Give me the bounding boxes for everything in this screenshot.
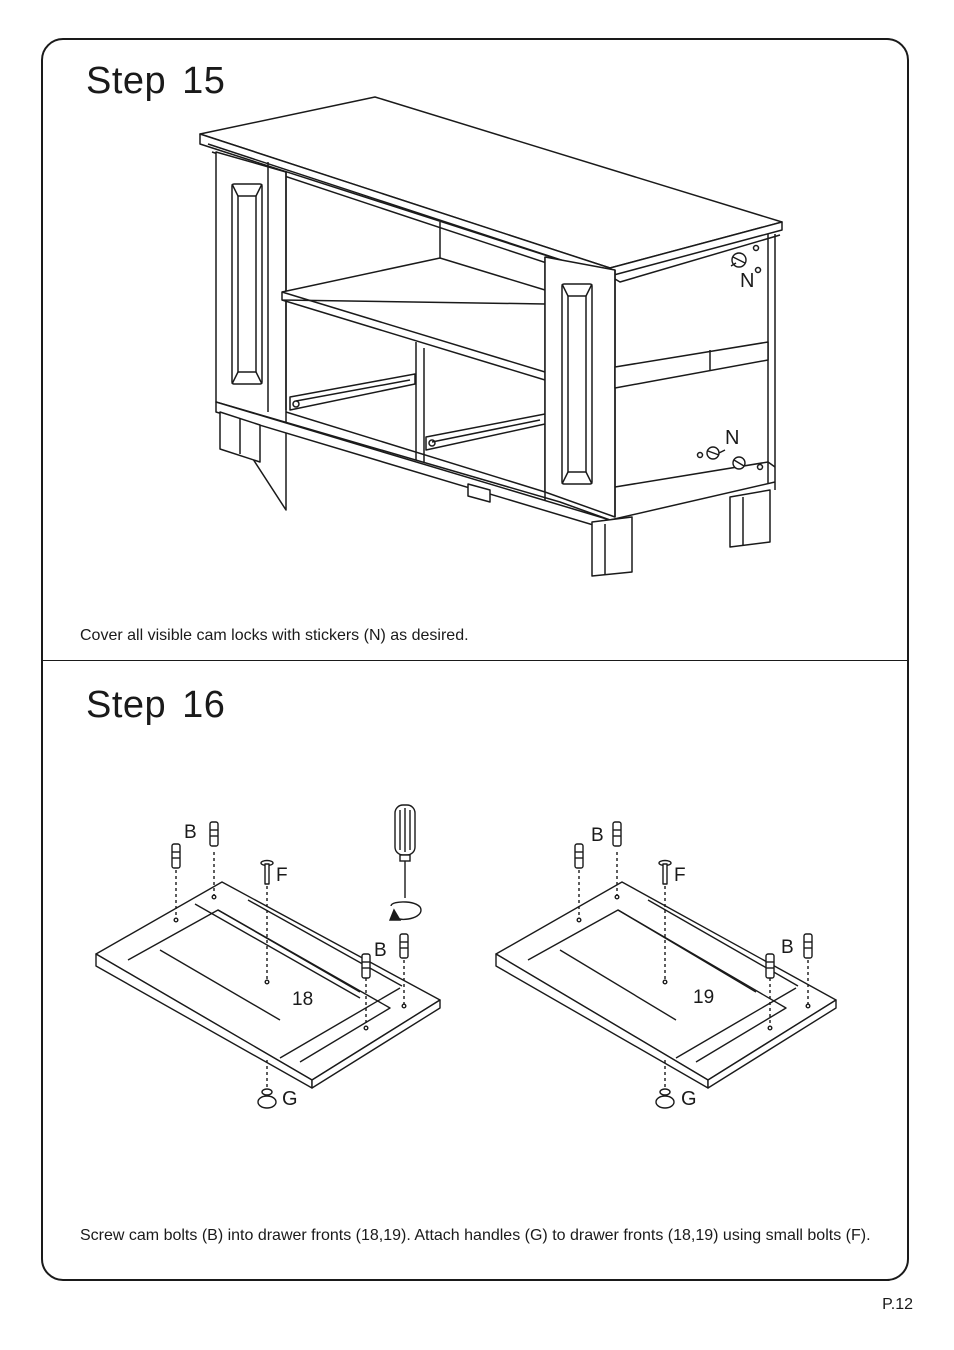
- step-15-caption: Cover all visible cam locks with sticker…: [80, 627, 469, 644]
- label-n-bottom: N: [725, 427, 740, 449]
- label-n-top: N: [740, 270, 755, 292]
- label-f-right: F: [674, 865, 686, 886]
- step-number: 16: [182, 684, 226, 726]
- page-number: P.12: [882, 1296, 913, 1313]
- label-g-left: G: [282, 1088, 298, 1110]
- step-16-caption: Screw cam bolts (B) into drawer fronts (…: [80, 1227, 871, 1244]
- label-b-side-left: B: [374, 940, 387, 961]
- screwdriver-icon: [394, 804, 416, 898]
- step-word: Step: [86, 60, 167, 102]
- cam-lock-icon: [732, 456, 746, 470]
- section-divider: [41, 660, 909, 661]
- label-f-left: F: [276, 865, 288, 886]
- label-g-right: G: [681, 1088, 697, 1110]
- cam-lock-icon: [730, 252, 747, 268]
- step-16-title: Step 16: [86, 684, 225, 727]
- label-b-side-right: B: [781, 937, 794, 958]
- tv-stand-illustration: [199, 96, 783, 577]
- step-15-title: Step 15: [86, 60, 225, 103]
- step-number: 15: [182, 60, 226, 102]
- label-b-top-left: B: [184, 822, 197, 843]
- part-number-18: 18: [292, 989, 314, 1010]
- drawer-front-19-illustration: [495, 821, 837, 1109]
- page-frame: [41, 38, 909, 1281]
- drawer-front-18-illustration: [95, 821, 441, 1109]
- label-b-top-right: B: [591, 825, 604, 846]
- cam-lock-icon: [706, 446, 726, 460]
- part-number-19: 19: [693, 987, 715, 1008]
- rotate-arrow-icon: [388, 901, 422, 921]
- step-word: Step: [86, 684, 167, 726]
